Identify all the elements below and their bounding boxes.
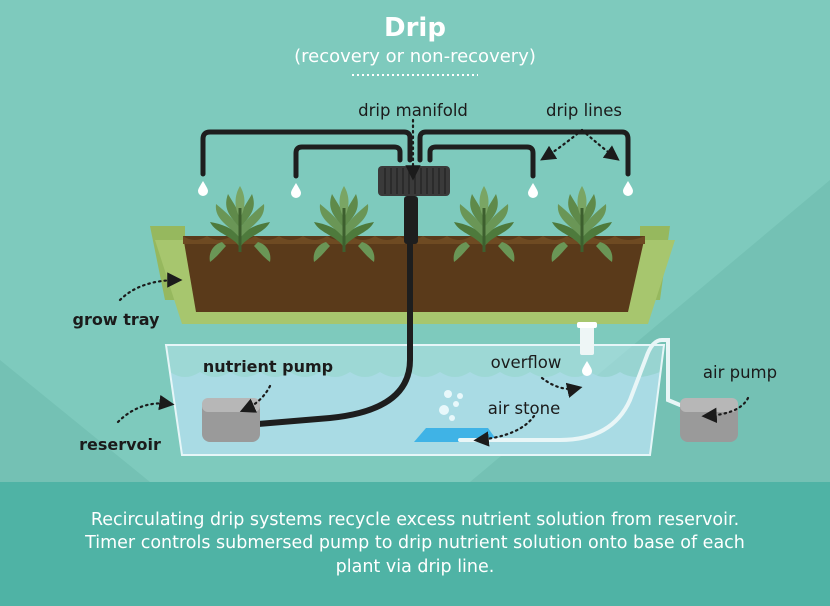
drip-lines <box>200 129 631 179</box>
air-line <box>458 338 682 442</box>
label-air-stone: air stone <box>488 399 561 418</box>
air-pump <box>680 398 738 442</box>
caption-band: Recirculating drip systems recycle exces… <box>0 482 830 606</box>
diagram-title: Drip <box>384 13 446 43</box>
nutrient-pump <box>202 398 260 442</box>
label-drip-manifold: drip manifold <box>358 101 468 120</box>
soil <box>183 236 645 312</box>
diagram-subtitle: (recovery or non-recovery) <box>294 46 536 67</box>
overflow-pipe <box>577 322 597 376</box>
grow-tray <box>150 226 675 324</box>
label-grow-tray: grow tray <box>73 310 161 329</box>
label-air-pump: air pump <box>703 363 777 382</box>
drip-manifold <box>378 166 450 244</box>
feed-tube <box>255 207 413 427</box>
label-overflow: overflow <box>491 353 562 372</box>
label-reservoir: reservoir <box>79 435 161 454</box>
callout-arrows <box>116 118 750 447</box>
caption-text: Recirculating drip systems recycle exces… <box>85 509 745 577</box>
reservoir <box>164 344 666 456</box>
label-drip-lines: drip lines <box>546 101 622 120</box>
label-nutrient-pump: nutrient pump <box>203 357 333 376</box>
